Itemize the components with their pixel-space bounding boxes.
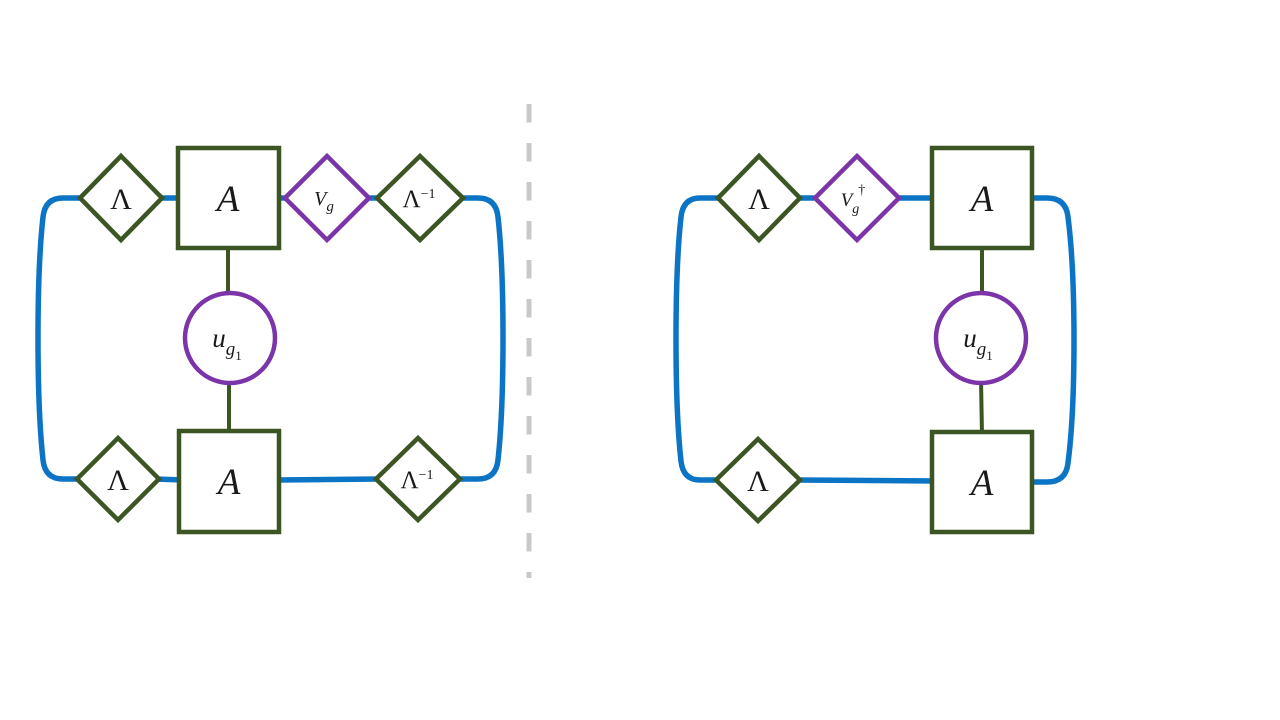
bond-bottom-segment-2: [274, 476, 383, 483]
ug1-label: ug1: [963, 323, 993, 363]
ug1-label: ug1: [212, 323, 242, 363]
lambda-inv-diamond-top: [373, 152, 467, 244]
lambda-label-bottom: Λ: [747, 465, 769, 498]
vg-label: Vg: [314, 188, 334, 215]
lambda-diamond-top: [714, 152, 804, 244]
ug1-circle: [933, 290, 1029, 386]
bond-bottom-segment-1: [793, 477, 937, 484]
a-tensor-top: [929, 145, 1035, 251]
a-tensor-bottom: [176, 428, 282, 535]
bond-arc-right: [454, 195, 506, 482]
lambda-inv-diamond-bottom: [372, 434, 464, 524]
lambda-diamond-bottom: [712, 435, 804, 525]
lambda-label-top: Λ: [748, 183, 770, 216]
bond-arc-right: [1027, 195, 1077, 485]
physical-leg-bottom: [979, 379, 984, 436]
a-label-bottom: A: [215, 462, 241, 503]
vg-diamond: [281, 152, 373, 244]
a-label-top: A: [214, 179, 240, 220]
bond-arc-left: [35, 195, 87, 482]
a-label-bottom: A: [968, 463, 994, 504]
a-tensor-top: [175, 145, 282, 251]
bond-arc-left: [673, 195, 724, 483]
left-diagram: Λ A Vg Λ−1 ug1 Λ A Λ−1: [35, 145, 506, 535]
a-label-top: A: [968, 179, 994, 220]
vg-dagger-diamond: [811, 152, 903, 244]
lambda-diamond-bottom: [73, 434, 163, 524]
ug1-circle: [182, 290, 278, 386]
right-diagram: Λ Vg† A ug1 Λ A: [673, 145, 1077, 535]
lambda-inv-label-bottom: Λ−1: [400, 467, 433, 494]
lambda-label-bottom: Λ: [107, 464, 129, 497]
lambda-label-top: Λ: [110, 183, 132, 216]
a-tensor-bottom: [929, 429, 1035, 535]
lambda-diamond-top: [76, 152, 166, 244]
vg-dagger-label: Vg†: [841, 183, 866, 217]
lambda-inv-label-top: Λ−1: [402, 186, 435, 213]
